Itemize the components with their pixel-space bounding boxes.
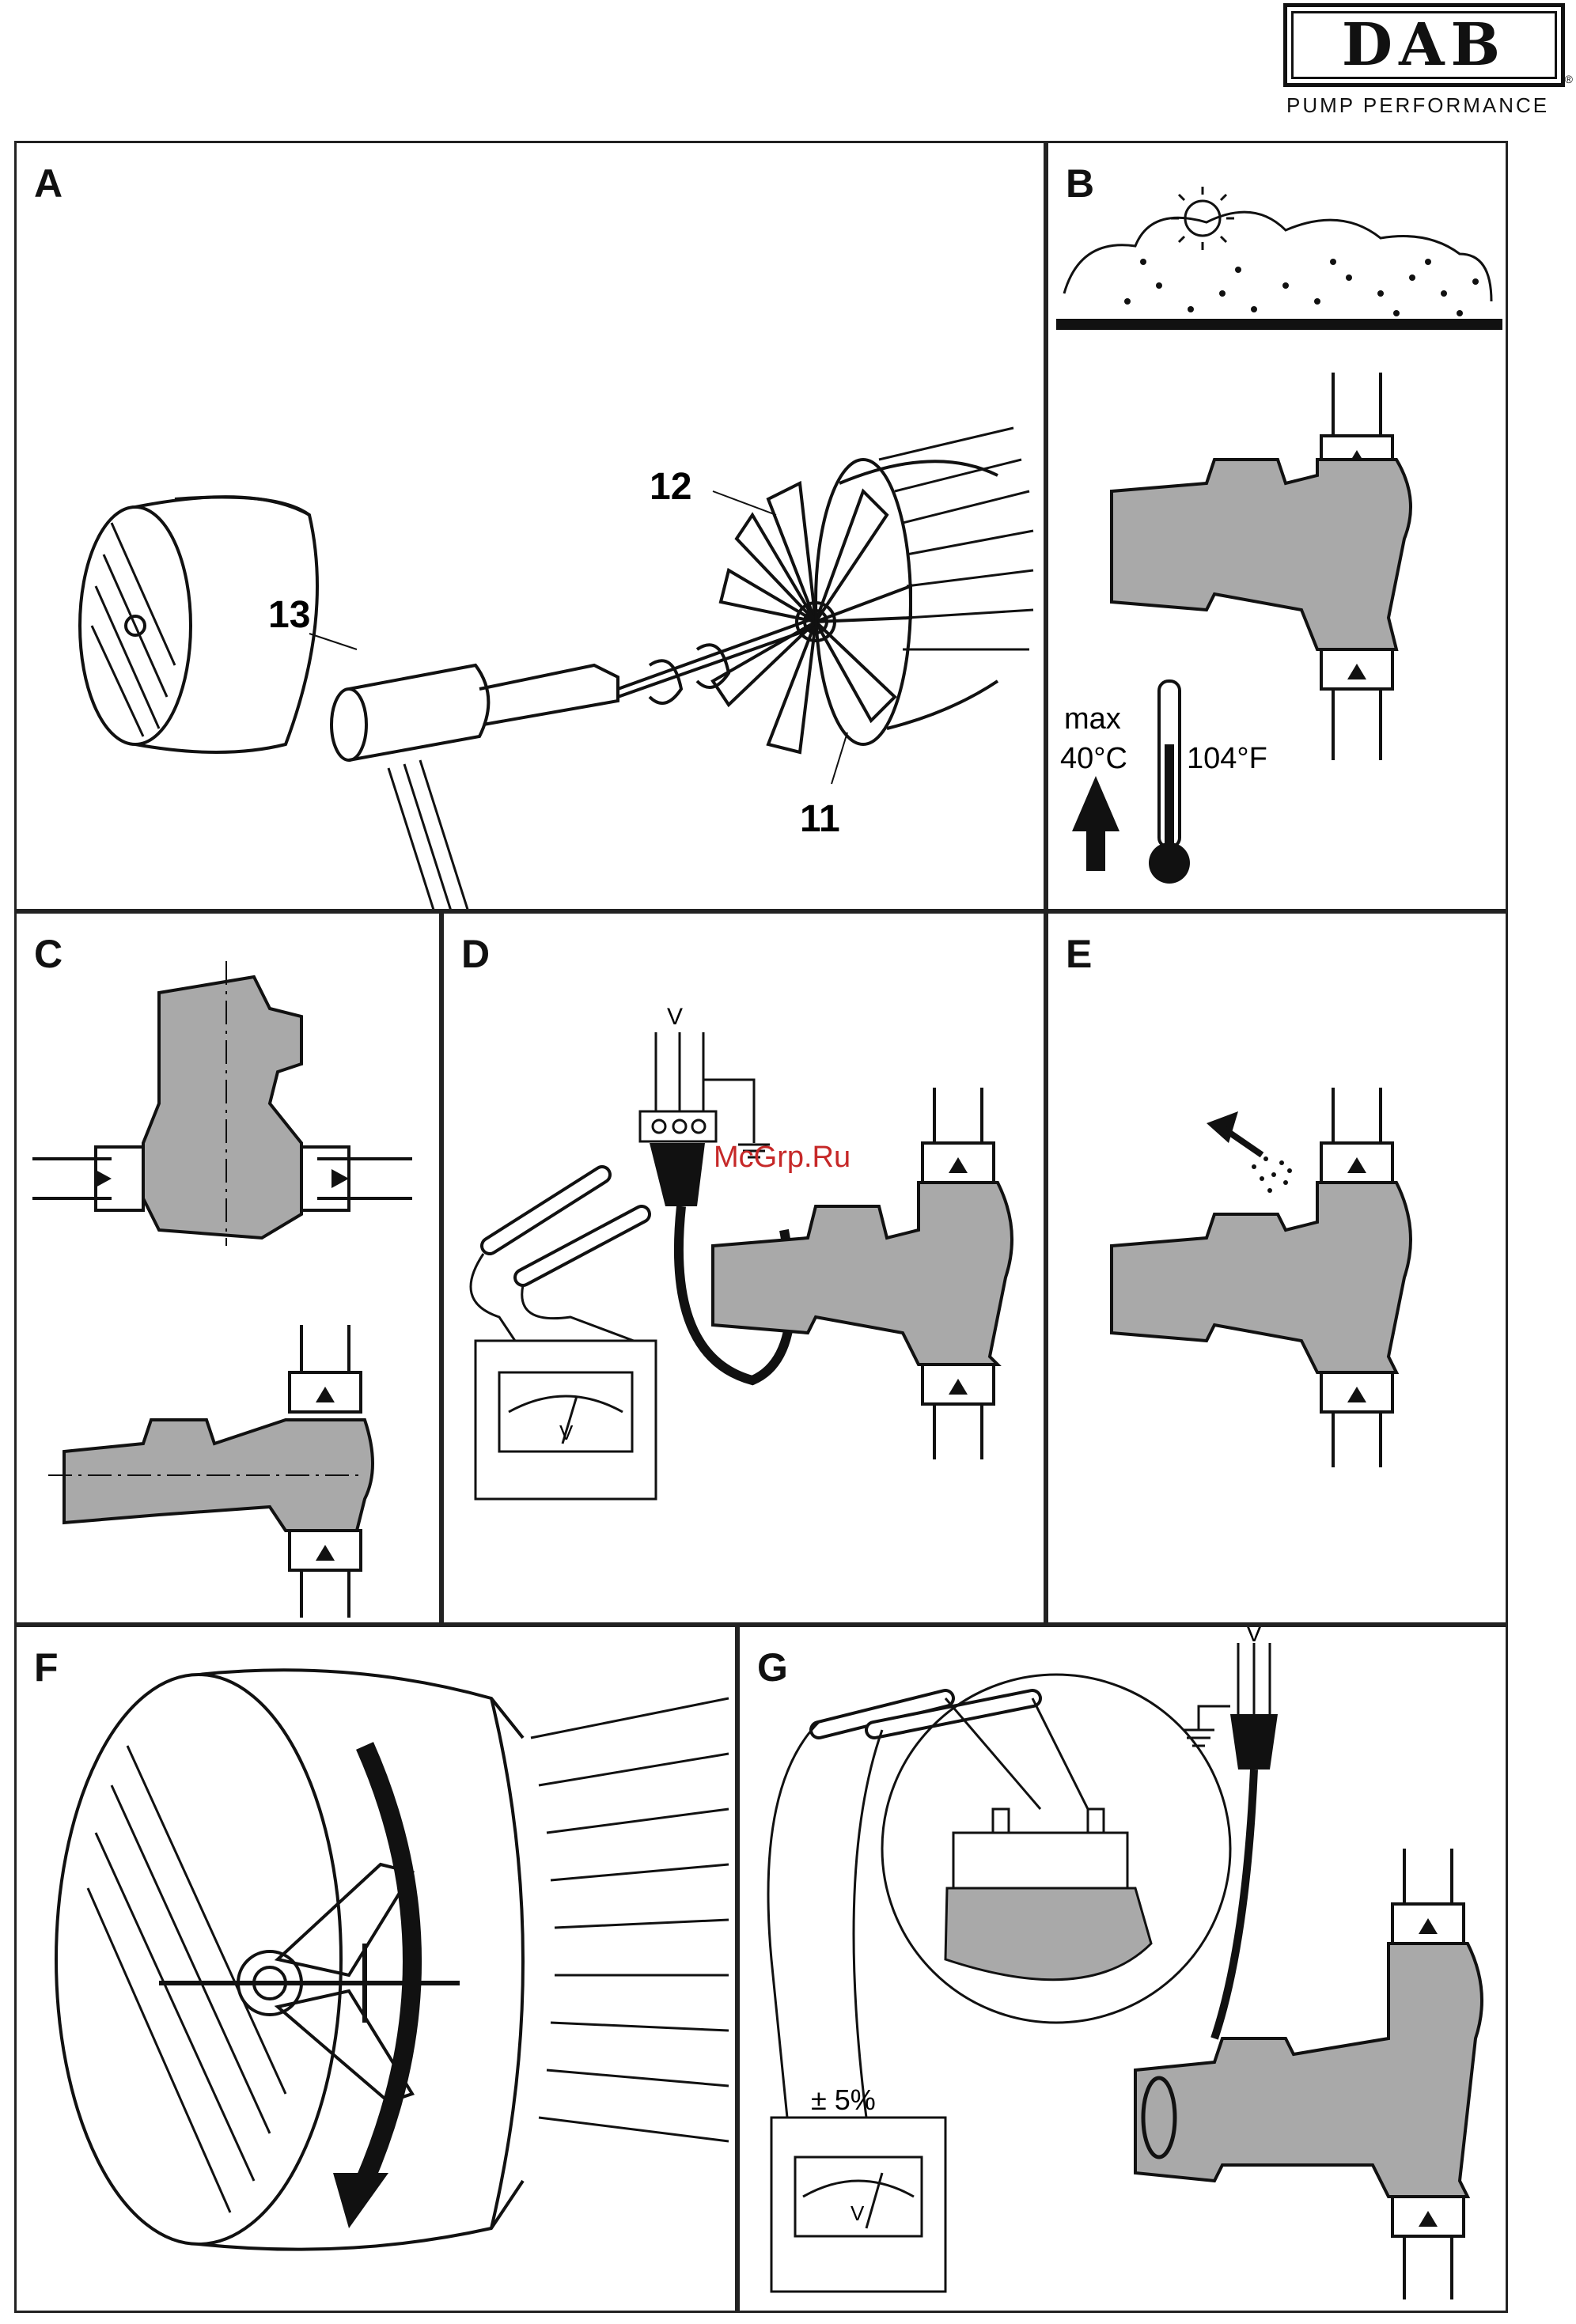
logo-outer-box: DAB [1283,3,1565,87]
rain-dots [1124,259,1479,316]
flow-arrow-up [1347,1387,1366,1402]
flow-arrow-up [1347,1157,1366,1173]
max-temp-arrow-head [1072,776,1119,831]
panel-c: C [14,911,441,1625]
power-plug [1230,1714,1278,1769]
panel-f: F [14,1625,737,2313]
fan-cover-face [56,1675,341,2244]
pump-body [1112,460,1411,649]
probe-lead-2 [522,1285,634,1341]
callout-13-leader [309,634,357,649]
max-label: max [1064,702,1121,736]
rotation-check-illustration [17,1627,737,2313]
air-bleed-illustration [1048,914,1508,1625]
insulation-test-illustration: V V [444,914,1046,1625]
ground-wire [1199,1706,1230,1730]
panel-d: D V V [441,911,1046,1625]
logo-wordmark: DAB [1291,11,1557,79]
fan-assembly-illustration: 12 13 11 [17,143,1046,911]
flow-arrow-up [949,1379,968,1395]
ground-line [1056,319,1502,330]
probe-lead-1 [471,1254,515,1341]
callout-12: 12 [650,466,691,508]
callout-11: 11 [800,798,840,840]
multimeter [475,1341,656,1499]
max-temp-celsius: 40°C [1060,742,1127,775]
meter-volt-label: V [851,2201,865,2225]
callout-13: 13 [268,594,310,636]
rotation-arrow-head [333,2173,388,2228]
max-temp-fahrenheit: 104°F [1187,742,1267,775]
panel-g: G [737,1625,1508,2313]
flow-arrow-up [1419,1918,1438,1934]
supply-voltage-label: V [1246,1627,1262,1647]
installation-environment-illustration: max 40°C 104°F [1048,143,1508,911]
rotation-arrow [365,1746,412,2181]
registered-mark: ® [1565,73,1573,85]
callout-12-leader [713,491,776,515]
flow-arrow-up [316,1387,335,1402]
terminal-housing-cutaway [945,1888,1151,1980]
meter-volt-label: V [559,1421,574,1444]
watermark: McGrp.Ru [714,1141,851,1175]
thermometer-bulb [1149,842,1190,884]
supply-voltage-label: V [667,1004,683,1030]
logo-tagline: PUMP PERFORMANCE [1286,93,1549,118]
pump-body [1135,1944,1482,2197]
tolerance-label: ± 5% [811,2084,876,2116]
flow-arrow-up [316,1545,335,1561]
power-plug [650,1143,705,1206]
probe-lead-1 [768,1722,819,2118]
air-spray [1252,1156,1292,1193]
flow-arrow-right [94,1169,112,1188]
pump-body [1112,1183,1411,1372]
panel-a: A [14,141,1046,911]
callout-11-leader [832,732,847,784]
panel-e: E [1046,911,1508,1625]
dab-logo: DAB ® PUMP PERFORMANCE [1283,3,1573,114]
pump-body [713,1183,1012,1364]
flow-arrow-up [1347,664,1366,679]
flow-arrow-up [949,1157,968,1173]
pump-body-vertical [143,977,301,1238]
probe-lead-2 [854,1730,882,2118]
mounting-positions-illustration [17,914,441,1625]
terminal-box [953,1833,1127,1896]
flow-arrow-up [1419,2211,1438,2227]
voltage-test-illustration: V ± 5% V [740,1627,1508,2313]
puller-sleeve-end [331,689,366,760]
cloud-outline [1064,212,1491,301]
panel-b: B max [1046,141,1508,911]
max-temp-arrow-shaft [1086,823,1105,871]
flow-arrow-right [331,1169,349,1188]
vent-arrow-shaft [1224,1129,1262,1155]
